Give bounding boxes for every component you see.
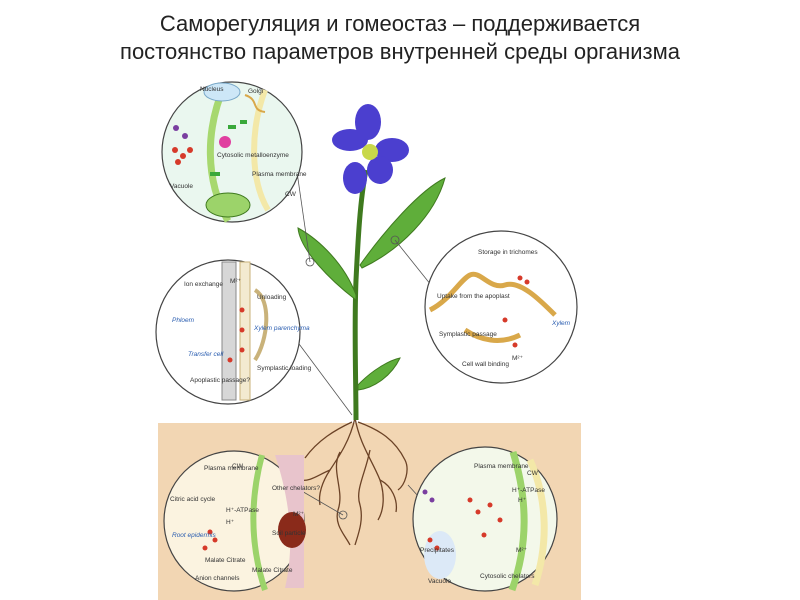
leaf-right xyxy=(359,177,446,269)
label-golgi: Golgi xyxy=(248,88,263,95)
label-storage: Storage in trichomes xyxy=(478,249,538,256)
label-malate: Malate Citrate xyxy=(205,557,246,564)
circle-bot-right: Plasma membrane CW H⁺-ATPase H⁺ Precipit… xyxy=(412,446,558,592)
leaf-left xyxy=(297,227,357,302)
page-title: Саморегуляция и гомеостаз – поддерживает… xyxy=(0,10,800,66)
label-uptake: Uptake from the apoplast xyxy=(437,293,510,300)
title-line-2: постоянство параметров внутренней среды … xyxy=(120,39,680,64)
label-malate2: Malate Citrate xyxy=(252,567,293,574)
label-symplastic: Symplastic loading xyxy=(257,365,312,372)
leaf-small xyxy=(357,357,401,391)
label-nucleus: Nucleus xyxy=(200,86,224,93)
roots xyxy=(299,417,408,546)
label-other: Other chelators? xyxy=(272,485,320,492)
label-citric: Citric acid cycle xyxy=(170,496,216,503)
circle-mid-right: Storage in trichomes Uptake from the apo… xyxy=(424,230,578,384)
label-enzyme: Cytosolic metalloenzyme xyxy=(217,152,289,159)
label-apoplastic: Apoplastic passage? xyxy=(190,377,250,384)
label-ion: Ion exchange xyxy=(184,281,223,288)
label-vacuole: Vacuole xyxy=(170,183,193,190)
label-cw-bl: CW xyxy=(232,463,244,470)
label-h-bl: H⁺ xyxy=(226,519,235,526)
label-soil-particle: Soil particle xyxy=(272,530,306,537)
label-cw: CW xyxy=(285,191,297,198)
label-precip: Precipitates xyxy=(420,547,455,554)
label-h-br: H⁺ xyxy=(518,497,527,504)
label-symplastic-r: Symplastic passage xyxy=(439,331,497,338)
label-xylem-r: Xylem xyxy=(551,320,571,327)
label-plasma: Plasma membrane xyxy=(252,171,307,178)
flower xyxy=(332,104,409,194)
label-phloem: Phloem xyxy=(172,317,195,324)
label-xylem: Xylem parenchyma xyxy=(253,325,310,332)
label-atpase-br: H⁺-ATPase xyxy=(512,487,545,494)
label-m-br: M²⁺ xyxy=(516,547,528,554)
label-transfer: Transfer cell xyxy=(188,351,224,358)
label-cellwall: Cell wall binding xyxy=(462,361,509,368)
label-m-bl: M²⁺ xyxy=(293,511,305,518)
title-line-1: Саморегуляция и гомеостаз – поддерживает… xyxy=(159,11,641,36)
label-m: M²⁺ xyxy=(230,278,242,285)
circle-bot-left: Plasma membrane CW Other chelators? Citr… xyxy=(163,450,320,592)
label-plasma-bl: Plasma membrane xyxy=(204,465,259,472)
label-anion: Anion channels xyxy=(195,575,240,582)
label-cw-br: CW xyxy=(527,470,539,477)
label-vacuole-br: Vacuole xyxy=(428,578,451,585)
label-m-r: M²⁺ xyxy=(512,355,524,362)
label-cyto: Cytosolic chelators xyxy=(480,573,535,580)
circle-top-left: Nucleus Golgi Cytosolic metalloenzyme Pl… xyxy=(161,81,307,223)
stem xyxy=(352,169,369,421)
circle-mid-left: Ion exchange M²⁺ Unloading Phloem Xylem … xyxy=(155,259,312,405)
label-unloading: Unloading xyxy=(257,294,287,301)
label-root: Root epidermis xyxy=(172,532,216,539)
label-atpase-bl: H⁺-ATPase xyxy=(226,507,259,514)
label-plasma-br: Plasma membrane xyxy=(474,463,529,470)
